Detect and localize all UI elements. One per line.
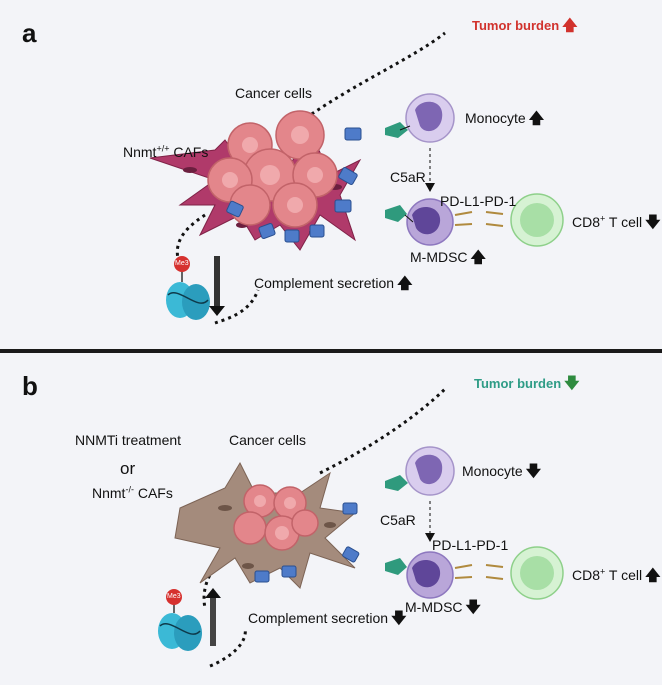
tumor-burden-label-b: Tumor burden🡇 — [474, 375, 580, 392]
cd8-label-a: CD8+ T cell🡇 — [572, 213, 661, 231]
pdl1-pd1-binding — [454, 564, 504, 580]
up-arrow-icon: 🡅 — [528, 110, 545, 127]
cancer-cells-label-b: Cancer cells — [229, 432, 307, 448]
mmdsc-label-b: M-MDSC🡇 — [405, 599, 481, 616]
cancer-cell-nuclei — [254, 495, 296, 540]
cancer-cell-nuclei — [222, 126, 323, 213]
panel-b-illustration — [158, 387, 564, 668]
m-mdsc-cell — [406, 198, 454, 246]
m-mdsc-cell — [406, 551, 454, 599]
caf-label-a: Nnmt+/+ CAFs — [123, 143, 209, 160]
methylation-down-arrow — [209, 256, 225, 316]
c5ar-receptor-monocyte — [385, 122, 411, 138]
monocyte-cell — [405, 446, 455, 496]
me3-label-a: Me3 — [175, 260, 189, 267]
caf-label-b: Nnmt-/- CAFs — [92, 484, 173, 501]
dna-strand-top — [319, 387, 447, 475]
dna-strand-left — [175, 213, 206, 266]
c5ar-receptor-mdsc — [385, 205, 414, 223]
me3-label-b: Me3 — [167, 593, 181, 600]
down-arrow-icon: 🡇 — [645, 214, 661, 231]
up-arrow-icon: 🡅 — [562, 17, 578, 34]
c5ar-label-a: C5aR — [390, 169, 426, 185]
panel-a-illustration — [149, 31, 564, 325]
down-arrow-icon: 🡇 — [525, 463, 542, 480]
down-arrow-icon: 🡇 — [391, 610, 407, 627]
panel-a: a Tumor burden🡅 Cancer cells Nnmt+/+ CAF… — [22, 17, 661, 325]
complement-proteins — [226, 127, 362, 243]
up-arrow-icon: 🡅 — [397, 275, 413, 292]
treatment-label-b: NNMTi treatment — [75, 432, 182, 448]
up-arrow-icon: 🡅 — [470, 249, 486, 266]
panel-a-letter: a — [22, 18, 37, 48]
c5ar-receptor-mdsc — [385, 558, 407, 575]
pdl1-label-b: PD-L1-PD-1 — [432, 537, 509, 553]
caf-nuclei — [218, 505, 336, 569]
histone-me3 — [158, 589, 202, 651]
dna-strand-bottom — [209, 627, 247, 668]
panel-b-letter: b — [22, 371, 38, 401]
or-label-b: or — [120, 459, 136, 478]
methylation-up-arrow — [205, 588, 221, 646]
pdl1-pd1-binding — [454, 211, 504, 227]
panel-b: b Tumor burden🡇 NNMTi treatment Cancer c… — [0, 353, 662, 685]
dna-strand-top — [299, 31, 446, 124]
monocyte-label-b: Monocyte🡇 — [462, 463, 542, 480]
monocyte-cell — [405, 93, 455, 143]
down-arrow-icon: 🡇 — [564, 375, 580, 392]
cd8-t-cell — [510, 193, 564, 247]
pdl1-label-a: PD-L1-PD-1 — [440, 193, 517, 209]
panel-divider — [0, 349, 662, 353]
cancer-cells-label-a: Cancer cells — [235, 85, 313, 101]
mmdsc-label-a: M-MDSC🡅 — [410, 249, 486, 266]
complement-proteins — [254, 502, 360, 583]
dna-strand-bottom — [214, 289, 260, 325]
cd8-label-b: CD8+ T cell🡅 — [572, 566, 661, 584]
up-arrow-icon: 🡅 — [645, 567, 661, 584]
complement-label-a: Complement secretion🡅 — [254, 275, 413, 292]
c5ar-receptor-monocyte — [385, 475, 408, 491]
down-arrow-icon: 🡇 — [465, 599, 481, 616]
c5ar-label-b: C5aR — [380, 512, 416, 528]
complement-label-b: Complement secretion🡇 — [248, 610, 407, 627]
cd8-t-cell — [510, 546, 564, 600]
histone-me3 — [166, 256, 210, 320]
tumor-burden-label-a: Tumor burden🡅 — [472, 17, 578, 34]
monocyte-label-a: Monocyte🡅 — [465, 110, 545, 127]
